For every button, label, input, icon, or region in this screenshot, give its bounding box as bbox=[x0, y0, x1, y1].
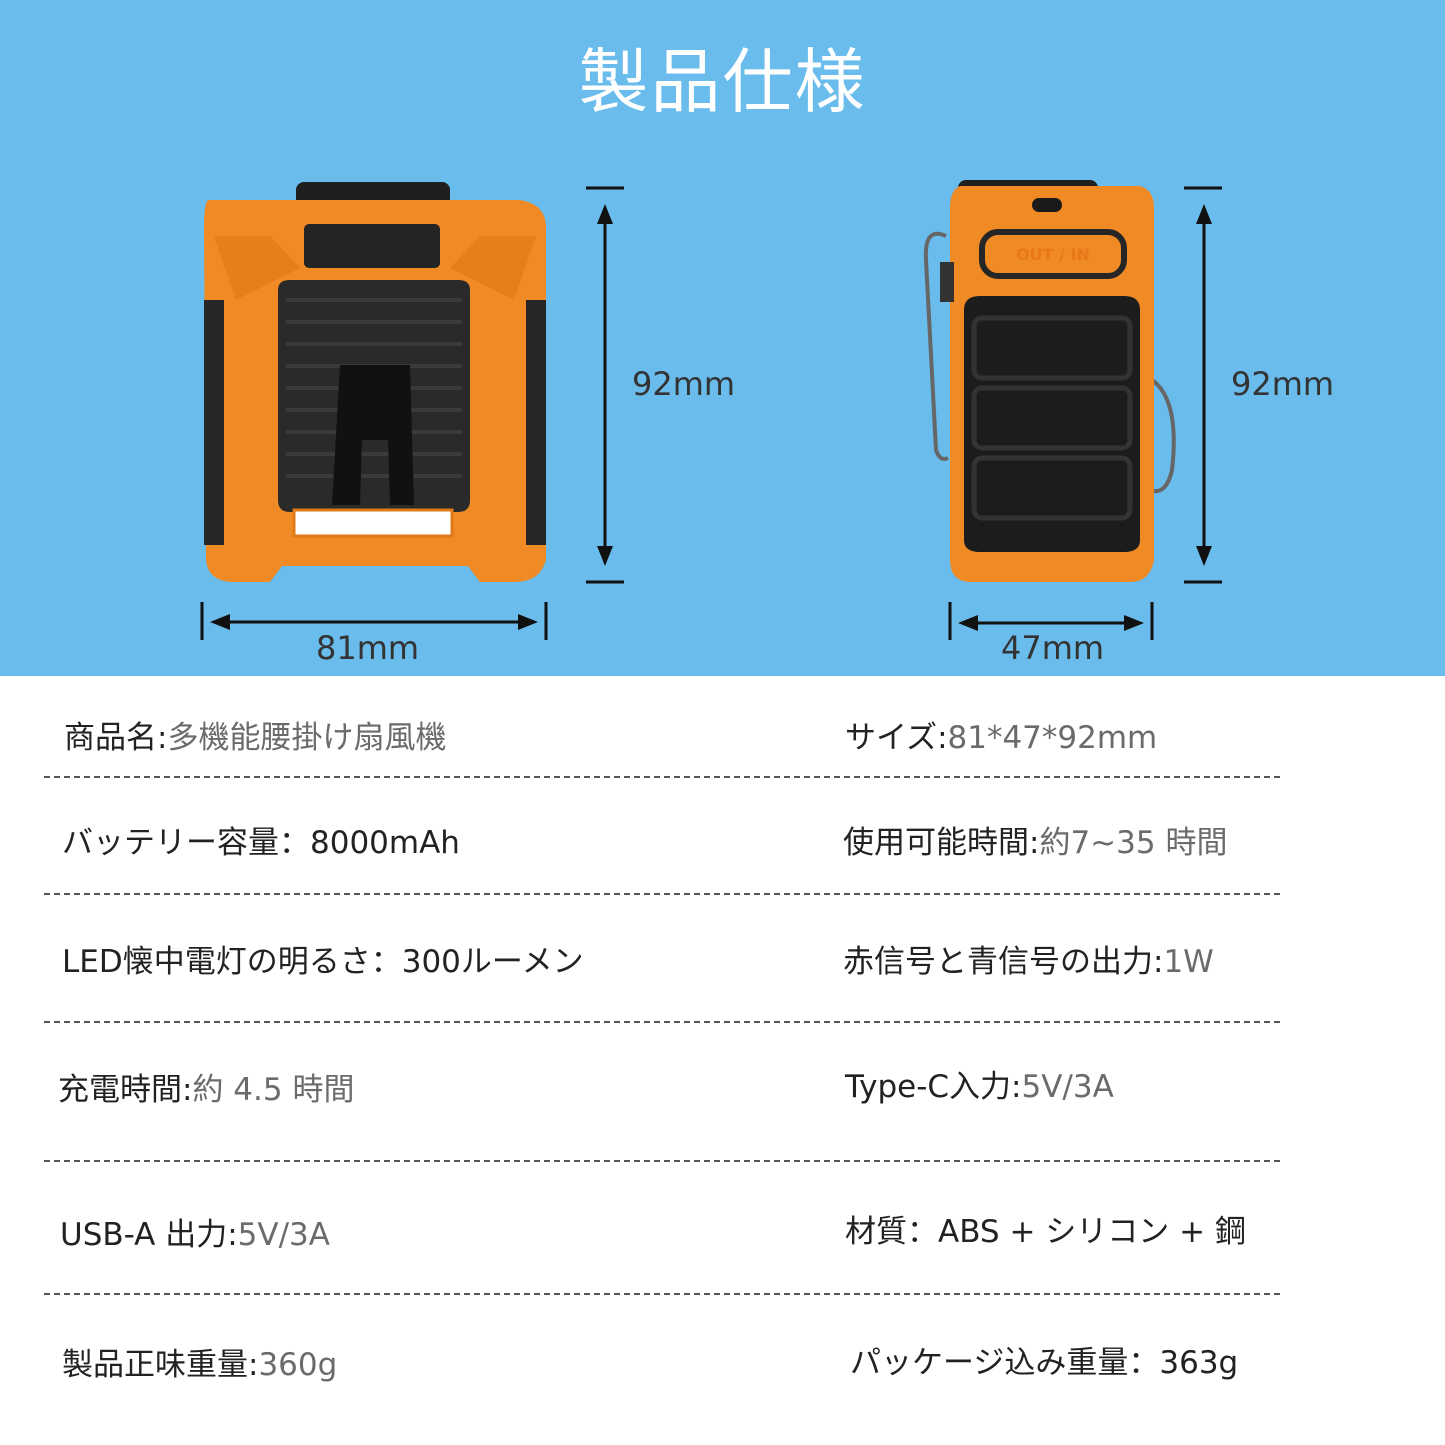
hero-panel: 製品仕様 bbox=[0, 0, 1445, 676]
spec-key: LED懐中電灯の明るさ： bbox=[62, 944, 402, 980]
spec-value: 8000mAh bbox=[310, 825, 460, 861]
spec-value: 多機能腰掛け扇風機 bbox=[167, 720, 447, 756]
spec-signal-output: 赤信号と青信号の出力:1W bbox=[843, 942, 1214, 982]
spec-key: 製品正味重量: bbox=[62, 1347, 259, 1383]
spec-charging-time: 充電時間:約 4.5 時間 bbox=[58, 1070, 354, 1110]
spec-material: 材質：ABS + シリコン + 鋼 bbox=[845, 1212, 1246, 1252]
side-height-label: 92mm bbox=[1231, 365, 1335, 403]
spec-value: 300ルーメン bbox=[401, 944, 584, 980]
spec-key: 赤信号と青信号の出力: bbox=[843, 944, 1164, 980]
spec-typec-input: Type-C入力:5V/3A bbox=[845, 1067, 1114, 1107]
spec-battery-capacity: バッテリー容量：8000mAh bbox=[62, 823, 460, 863]
spec-net-weight: 製品正味重量:360g bbox=[62, 1345, 337, 1385]
divider bbox=[44, 776, 1280, 778]
side-width-label: 47mm bbox=[1001, 629, 1105, 667]
spec-product-name: 商品名:多機能腰掛け扇風機 bbox=[64, 718, 446, 758]
spec-package-weight: パッケージ込み重量：363g bbox=[850, 1343, 1238, 1383]
spec-key: 材質： bbox=[845, 1214, 938, 1250]
page-title: 製品仕様 bbox=[578, 41, 867, 123]
dimension-lines bbox=[200, 186, 1222, 640]
spec-value: 360g bbox=[258, 1347, 338, 1383]
spec-key: Type-C入力: bbox=[845, 1069, 1022, 1105]
spec-value: 1W bbox=[1163, 944, 1214, 980]
spec-value: 5V/3A bbox=[1021, 1069, 1114, 1105]
divider bbox=[44, 1021, 1280, 1023]
spec-value: 5V/3A bbox=[237, 1217, 330, 1253]
spec-key: USB-A 出力: bbox=[60, 1217, 238, 1253]
spec-value: 81*47*92mm bbox=[947, 720, 1158, 756]
spec-key: 商品名: bbox=[64, 720, 168, 756]
spec-usba-output: USB-A 出力:5V/3A bbox=[60, 1215, 330, 1255]
divider bbox=[44, 1160, 1280, 1162]
spec-key: サイズ: bbox=[845, 720, 948, 756]
spec-value: 約7~35 時間 bbox=[1039, 825, 1228, 861]
front-width-label: 81mm bbox=[316, 629, 420, 667]
product-illustration: OUT / IN bbox=[200, 180, 1222, 640]
spec-key: 使用可能時間: bbox=[843, 825, 1040, 861]
spec-led-brightness: LED懐中電灯の明るさ：300ルーメン bbox=[62, 942, 584, 982]
side-device-image: OUT / IN bbox=[923, 180, 1176, 582]
spec-usage-time: 使用可能時間:約7~35 時間 bbox=[843, 823, 1227, 863]
divider bbox=[44, 1293, 1280, 1295]
spec-value: 363g bbox=[1159, 1345, 1239, 1381]
divider bbox=[44, 893, 1280, 895]
front-device-image bbox=[204, 182, 546, 582]
spec-value: ABS + シリコン + 鋼 bbox=[938, 1214, 1246, 1250]
spec-value: 約 4.5 時間 bbox=[192, 1072, 355, 1108]
spec-key: バッテリー容量： bbox=[62, 825, 310, 861]
port-label: OUT / IN bbox=[1016, 245, 1090, 264]
spec-size: サイズ:81*47*92mm bbox=[845, 718, 1157, 758]
front-height-label: 92mm bbox=[632, 365, 736, 403]
spec-key: パッケージ込み重量： bbox=[850, 1345, 1160, 1381]
spec-key: 充電時間: bbox=[58, 1072, 193, 1108]
